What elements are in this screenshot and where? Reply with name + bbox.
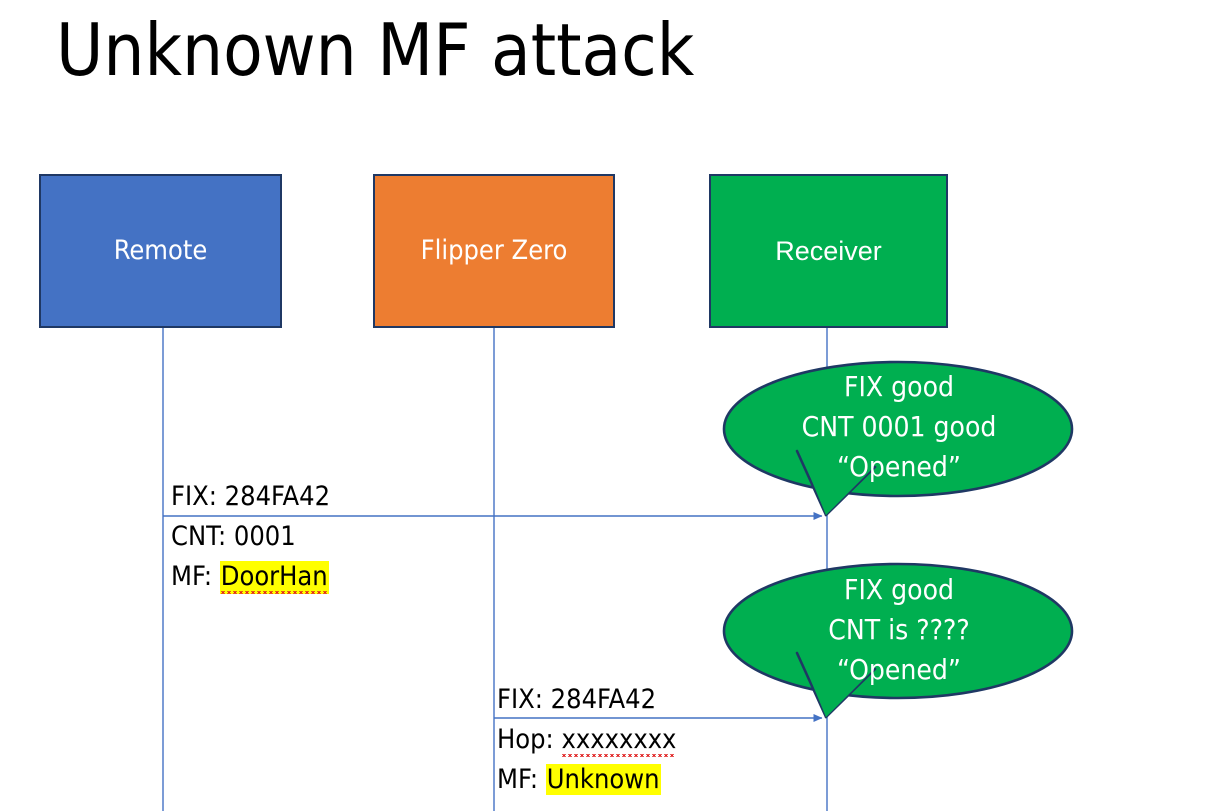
message-2-line-hop: Hop: xxxxxxxx	[497, 720, 677, 760]
message-2-hop-prefix: Hop:	[497, 724, 562, 755]
message-2-lines-hop-mf: Hop: xxxxxxxx MF: Unknown	[497, 720, 677, 800]
message-1-lines-cnt-mf: CNT: 0001 MF: DoorHan	[171, 517, 329, 597]
message-2-hop-value: xxxxxxxx	[561, 724, 677, 755]
message-1-mf-value: DoorHan	[220, 561, 328, 592]
message-2-fix-text: FIX: 284FA42	[497, 684, 657, 715]
message-2-mf-prefix: MF:	[497, 764, 546, 795]
message-1-line-mf: MF: DoorHan	[171, 557, 329, 597]
message-1-fix-text: FIX: 284FA42	[171, 481, 331, 512]
actor-box-receiver[interactable]: Receiver	[709, 174, 948, 328]
actor-label-remote: Remote	[113, 235, 208, 266]
actor-box-flipper[interactable]: Flipper Zero	[373, 174, 615, 328]
message-2-line-fix: FIX: 284FA42	[497, 680, 656, 720]
callout-first-reply-shape	[722, 360, 1074, 517]
message-1-cnt-text: CNT: 0001	[171, 521, 296, 552]
page-title: Unknown MF attack	[56, 8, 695, 92]
actor-box-remote[interactable]: Remote	[39, 174, 282, 328]
message-2-mf-value: Unknown	[545, 764, 661, 795]
message-2-line-mf: MF: Unknown	[497, 760, 676, 800]
callout-second-reply-shape	[722, 562, 1074, 719]
actor-label-flipper: Flipper Zero	[420, 235, 568, 266]
message-1-line-cnt: CNT: 0001	[171, 517, 329, 557]
message-1-mf-prefix: MF:	[171, 561, 220, 592]
actor-label-receiver: Receiver	[775, 236, 882, 266]
message-1-line-fix: FIX: 284FA42	[171, 477, 330, 517]
